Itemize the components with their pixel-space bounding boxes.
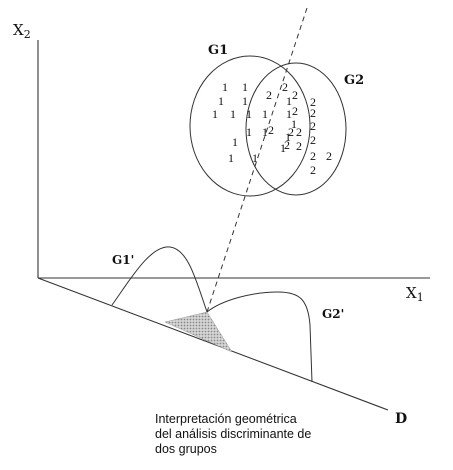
g1-projected-curve — [111, 246, 208, 313]
discriminant-axis-d — [37, 277, 389, 411]
group-2-point: 2 — [284, 138, 290, 152]
group-1-point: 1 — [218, 94, 224, 108]
group-2-point: 2 — [288, 125, 294, 139]
group-1-point: 1 — [228, 151, 234, 165]
group-2-point: 2 — [282, 80, 288, 94]
group-2-point: 2 — [310, 106, 316, 120]
group-2-point: 2 — [310, 95, 316, 109]
group-1-point: 1 — [280, 141, 286, 155]
group-2-point: 2 — [310, 133, 316, 147]
group-1-point: 1 — [252, 151, 258, 165]
group-2-point: 2 — [268, 123, 274, 137]
g2-ellipse — [245, 62, 347, 196]
group-1-point: 1 — [286, 94, 292, 108]
group-2-point: 2 — [292, 104, 298, 118]
caption-line-3: dos grupos — [155, 442, 217, 456]
figure-caption: Interpretación geométrica del análisis d… — [155, 412, 355, 457]
group-2-point: 2 — [310, 119, 316, 133]
group-1-point: 1 — [222, 80, 228, 94]
group-2-point: 2 — [310, 163, 316, 177]
group-1-point: 1 — [242, 80, 248, 94]
group-1-point: 1 — [246, 107, 252, 121]
group-1-point: 1 — [262, 125, 268, 139]
group-2-point: 2 — [266, 88, 272, 102]
group-1-point: 1 — [286, 107, 292, 121]
group-1-point: 1 — [230, 107, 236, 121]
group-1-point: 1 — [262, 107, 268, 121]
d-axis-label: D — [395, 411, 407, 427]
y-axis-label: X2 — [13, 21, 31, 41]
group-1-point: 1 — [242, 94, 248, 108]
overlap-region — [164, 311, 233, 353]
group-2-point: 2 — [292, 88, 298, 102]
group-1-point: 1 — [212, 107, 218, 121]
group-1-point: 1 — [291, 117, 297, 131]
g2-label: G2 — [344, 73, 364, 88]
caption-line-1: Interpretación geométrica — [155, 412, 297, 426]
group-1-point: 1 — [285, 130, 291, 144]
g2-projected-curve — [206, 291, 313, 383]
g2-projected-label: G2' — [322, 307, 344, 321]
group-2-point: 2 — [310, 149, 316, 163]
x-axis-label: X1 — [406, 284, 424, 304]
g1-ellipse — [189, 55, 311, 197]
group-2-point: 2 — [326, 149, 332, 163]
group-2-point: 2 — [296, 125, 302, 139]
group-1-point: 1 — [246, 125, 252, 139]
group-2-point: 2 — [296, 139, 302, 153]
g1-projected-label: G1' — [112, 253, 134, 267]
g1-label: G1 — [208, 43, 228, 58]
caption-line-2: del análisis discriminante de — [155, 427, 312, 441]
group-1-point: 1 — [232, 135, 238, 149]
